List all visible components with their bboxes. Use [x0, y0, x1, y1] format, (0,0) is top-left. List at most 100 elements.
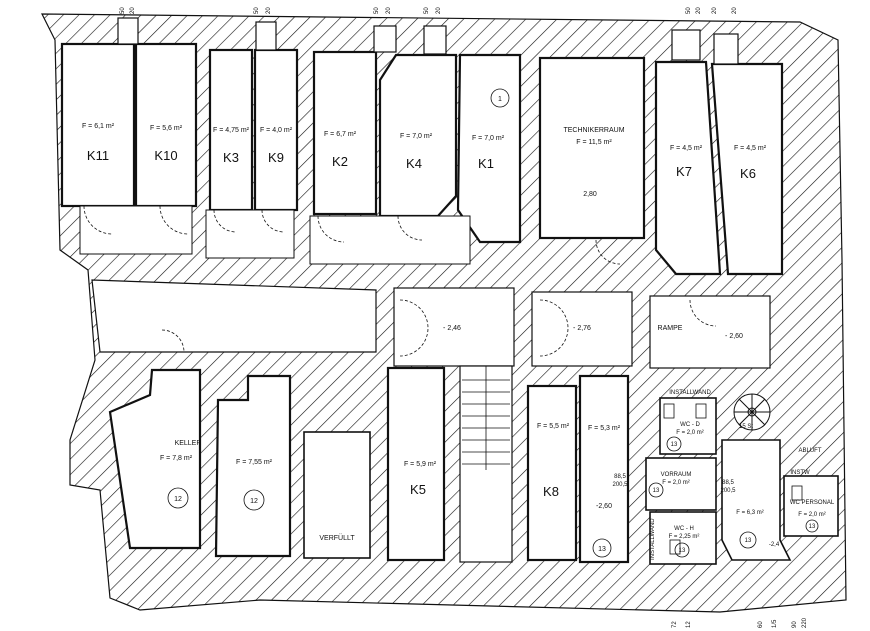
room-k7 [654, 60, 722, 276]
k3-label: K3 [223, 150, 239, 165]
room12b-area: F = 7,55 m² [236, 459, 273, 466]
room13a-area: F = 5,3 m² [588, 425, 621, 432]
stair-room-level: -2,4 [769, 542, 780, 548]
k4-label: K4 [406, 156, 422, 171]
keller-marker-circle [167, 487, 189, 509]
door2-height: 200,5 [720, 488, 736, 494]
keller-marker: 12 [174, 496, 182, 503]
room13a-marker-circle [592, 538, 612, 558]
top-dim-label: 50 [254, 7, 260, 14]
foyer-1 [79, 205, 193, 255]
room-stair-13 [721, 439, 792, 561]
stair-size-label: 15 St [739, 424, 753, 430]
stair-room-marker: 13 [745, 538, 752, 544]
k2-label: K2 [332, 154, 348, 169]
vorraum-area: F = 2,0 m² [662, 480, 690, 486]
room-keller [108, 368, 202, 550]
k1-marker: 1 [498, 96, 502, 103]
keller-label: KELLER [175, 440, 202, 447]
room-k5 [386, 366, 446, 562]
wc-personal-area: F = 2,0 m² [798, 512, 826, 518]
k5-label: K5 [410, 482, 426, 497]
k11-area: F = 6,1 m² [82, 123, 115, 130]
technik-label: TECHNIKERRAUM [563, 127, 624, 134]
wc-h-area: F = 2,25 m² [669, 534, 700, 540]
k10-label: K10 [154, 148, 177, 163]
top-dim-label: 50 [686, 7, 692, 14]
k3-area: F = 4,75 m² [213, 127, 250, 134]
top-dim-label: 50 [120, 7, 126, 14]
corridor-3 [531, 291, 633, 367]
k11-label: K11 [87, 148, 109, 163]
k4-area: F = 7,0 m² [400, 133, 433, 140]
wc-personal-marker: 13 [809, 524, 816, 530]
bottom-dim-label: 1/5 [772, 619, 778, 628]
room-technikerraum [538, 56, 646, 240]
instw-label: INSTW [790, 470, 810, 476]
wc-d-label: WC - D [680, 422, 700, 428]
foyer-2 [205, 209, 295, 259]
k5-area: F = 5,9 m² [404, 461, 437, 468]
wc-h-marker: 13 [679, 548, 686, 554]
stair-treads [462, 366, 510, 470]
door1-height: 200,5 [612, 482, 628, 488]
vorraum-label: VORRAUM [661, 472, 692, 478]
fixtures [663, 403, 803, 555]
top-dim-label: 20 [130, 7, 136, 14]
foyer-3 [309, 215, 471, 265]
door-swings [83, 205, 717, 357]
corridor-level-2: - 2,76 [573, 325, 591, 332]
room-k3 [208, 48, 254, 212]
corridor-level-1: - 2,46 [443, 325, 461, 332]
chimneys [117, 17, 739, 65]
top-dim-label: 20 [436, 7, 442, 14]
room12b-marker: 12 [250, 498, 258, 505]
verfuellt-label: VERFÜLLT [319, 534, 355, 542]
wc-personal-marker-circle [805, 519, 819, 533]
vorraum-marker-circle [648, 482, 664, 498]
top-dim-label: 20 [732, 7, 738, 14]
bottom-dim-label: 72 [672, 621, 678, 628]
k1-label: K1 [478, 156, 494, 171]
room-k1 [456, 53, 522, 244]
wc-h-marker-circle [674, 542, 690, 558]
corridor-2 [393, 287, 515, 367]
corridor-level-3: - 2,60 [725, 333, 743, 340]
wc-d-area: F = 2,0 m² [676, 430, 704, 436]
room-k2 [312, 50, 378, 216]
stair-room-marker-circle [739, 531, 757, 549]
wc-d-marker: 13 [671, 442, 678, 448]
bottom-dim-label: 60 [758, 621, 764, 628]
k8-area: F = 5,5 m² [537, 423, 570, 430]
bottom-dim-label: 12 [686, 621, 692, 628]
k10-area: F = 5,6 m² [150, 125, 183, 132]
room-13a [578, 374, 630, 564]
top-dim-label: 20 [712, 7, 718, 14]
room12b-marker-circle [243, 489, 265, 511]
wc-h-label: WC - H [674, 526, 694, 532]
k6-area: F = 4,5 m² [734, 145, 767, 152]
room13a-marker: 13 [598, 546, 606, 553]
room-k9 [253, 48, 299, 212]
room-12b [214, 374, 292, 558]
door1-dim: 88,5 [614, 474, 626, 480]
k9-area: F = 4,0 m² [260, 127, 293, 134]
rampe-label: RAMPE [658, 325, 683, 332]
technik-level: 2,80 [583, 191, 597, 198]
room-verfuellt [303, 431, 371, 559]
room-wc-h [649, 511, 717, 565]
spiral-stair-icon [733, 393, 771, 431]
bottom-dim-label: 220 [802, 617, 808, 628]
top-dim-label: 20 [386, 7, 392, 14]
abluft-label: ABLUFT [798, 448, 821, 454]
keller-area: F = 7,8 m² [160, 455, 193, 462]
k8-label: K8 [543, 484, 559, 499]
k1-area: F = 7,0 m² [472, 135, 505, 142]
k9-label: K9 [268, 150, 284, 165]
top-dim-label: 50 [424, 7, 430, 14]
k2-area: F = 6,7 m² [324, 131, 357, 138]
room13a-level: -2,60 [596, 503, 612, 510]
k6-label: K6 [740, 166, 756, 181]
